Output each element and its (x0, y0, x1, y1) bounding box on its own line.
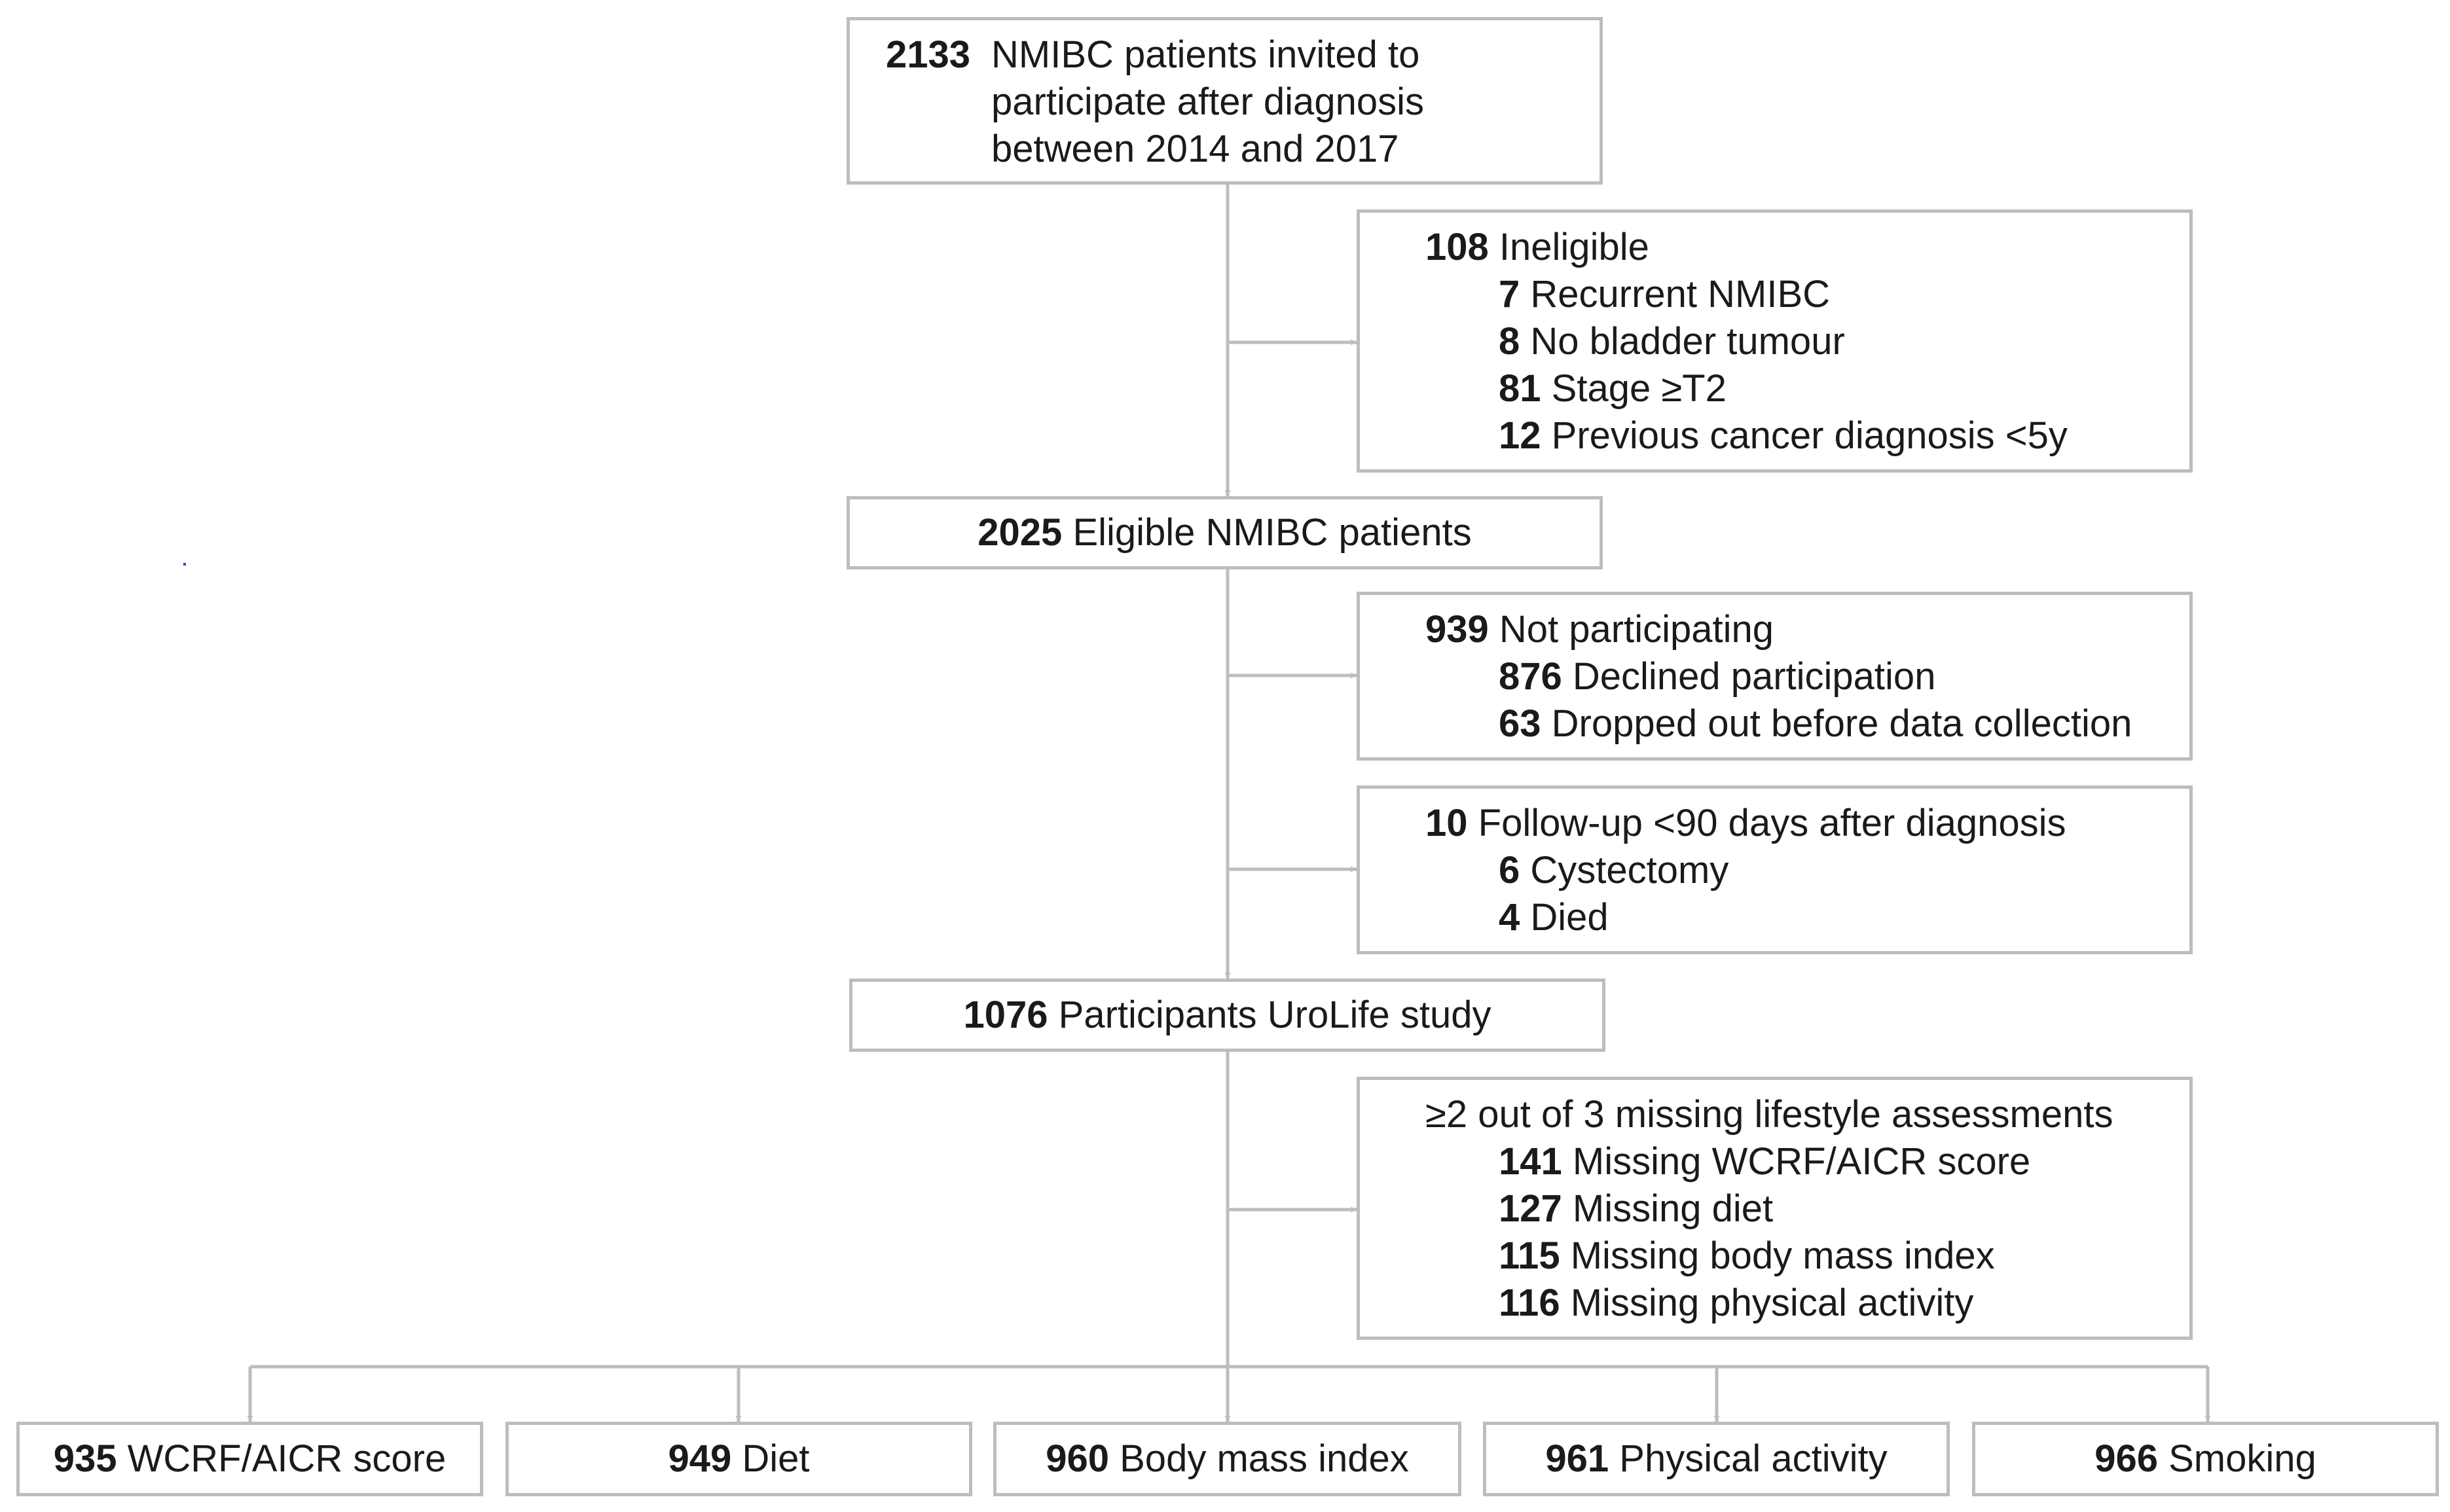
invited-line-1: NMIBC patients invited to (991, 33, 1420, 76)
followup-box: 10 Follow-up <90 days after diagnosis 6 … (1357, 785, 2193, 954)
missing-assessments-box: ≥2 out of 3 missing lifestyle assessment… (1357, 1077, 2193, 1340)
followup-label: Follow-up <90 days after diagnosis (1478, 802, 2066, 844)
stray-dot (183, 563, 186, 566)
not-participating-item: 876 Declined participation (1499, 655, 1936, 698)
ineligible-item: 12 Previous cancer diagnosis <5y (1499, 414, 2068, 457)
outcome-box-wcrf: 935 WCRF/AICR score (16, 1422, 483, 1496)
ineligible-heading: 108 Ineligible (1425, 224, 2068, 271)
not-participating-count: 939 (1425, 608, 1489, 651)
invited-count: 2133 (886, 33, 971, 76)
outcome-count: 935 (53, 1437, 117, 1480)
outcome-label: Diet (742, 1437, 810, 1480)
not-participating-label: Not participating (1499, 608, 1774, 651)
participants-count: 1076 (963, 994, 1048, 1036)
missing-item: 127 Missing diet (1499, 1187, 1774, 1230)
followup-item: 6 Cystectomy (1499, 849, 1729, 891)
ineligible-item: 8 No bladder tumour (1499, 320, 1845, 363)
invited-patients-box: 2133 NMIBC patients invited to participa… (847, 17, 1603, 185)
outcome-count: 966 (2094, 1437, 2158, 1480)
outcome-box-physical-activity: 961 Physical activity (1483, 1422, 1950, 1496)
outcome-label: Physical activity (1619, 1437, 1888, 1480)
outcome-label: Body mass index (1120, 1437, 1409, 1480)
participants-label: Participants UroLife study (1058, 994, 1491, 1036)
ineligible-label: Ineligible (1499, 226, 1649, 268)
eligible-count: 2025 (978, 511, 1063, 554)
outcome-count: 961 (1545, 1437, 1609, 1480)
ineligible-box: 108 Ineligible 7 Recurrent NMIBC 8 No bl… (1357, 209, 2193, 473)
eligible-label: Eligible NMIBC patients (1072, 511, 1472, 554)
outcome-box-bmi: 960 Body mass index (993, 1422, 1461, 1496)
missing-heading: ≥2 out of 3 missing lifestyle assessment… (1425, 1093, 2113, 1136)
missing-item: 141 Missing WCRF/AICR score (1499, 1140, 2031, 1183)
ineligible-item: 81 Stage ≥T2 (1499, 367, 1727, 410)
outcome-box-diet: 949 Diet (505, 1422, 972, 1496)
invited-line-3: between 2014 and 2017 (991, 128, 1399, 170)
missing-item: 116 Missing physical activity (1499, 1282, 1974, 1324)
outcome-count: 960 (1046, 1437, 1109, 1480)
eligible-box: 2025 Eligible NMIBC patients (847, 496, 1603, 569)
missing-item: 115 Missing body mass index (1499, 1234, 1995, 1277)
followup-count: 10 (1425, 802, 1468, 844)
ineligible-count: 108 (1425, 226, 1489, 268)
participants-box: 1076 Participants UroLife study (849, 979, 1605, 1052)
not-participating-box: 939 Not participating 876 Declined parti… (1357, 592, 2193, 761)
outcome-count: 949 (668, 1437, 732, 1480)
outcome-label: WCRF/AICR score (127, 1437, 447, 1480)
invited-line-2: participate after diagnosis (991, 81, 1424, 123)
outcome-label: Smoking (2168, 1437, 2316, 1480)
outcome-box-smoking: 966 Smoking (1972, 1422, 2439, 1496)
followup-item: 4 Died (1499, 896, 1609, 939)
followup-heading: 10 Follow-up <90 days after diagnosis (1425, 800, 2066, 847)
not-participating-heading: 939 Not participating (1425, 606, 2132, 653)
not-participating-item: 63 Dropped out before data collection (1499, 702, 2132, 745)
ineligible-item: 7 Recurrent NMIBC (1499, 273, 1831, 315)
